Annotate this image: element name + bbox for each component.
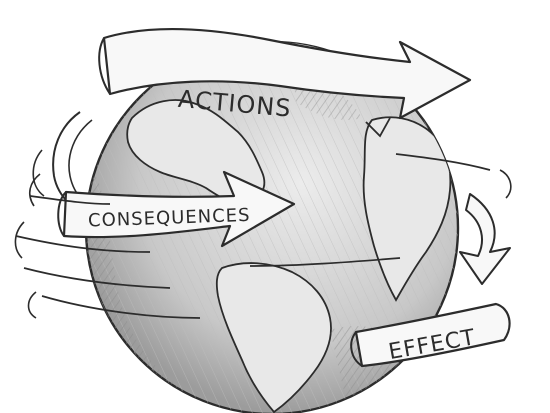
globe-latitude-strokes xyxy=(15,153,491,319)
consequences-band: CONSEQUENCES xyxy=(32,149,296,248)
actions-ribbon xyxy=(102,28,472,120)
back-swooshes xyxy=(14,169,512,319)
right-wrap-arrow xyxy=(459,193,511,285)
consequences-ribbon xyxy=(62,170,296,248)
effect-ribbon xyxy=(354,302,511,368)
continent-south-america xyxy=(215,262,332,413)
